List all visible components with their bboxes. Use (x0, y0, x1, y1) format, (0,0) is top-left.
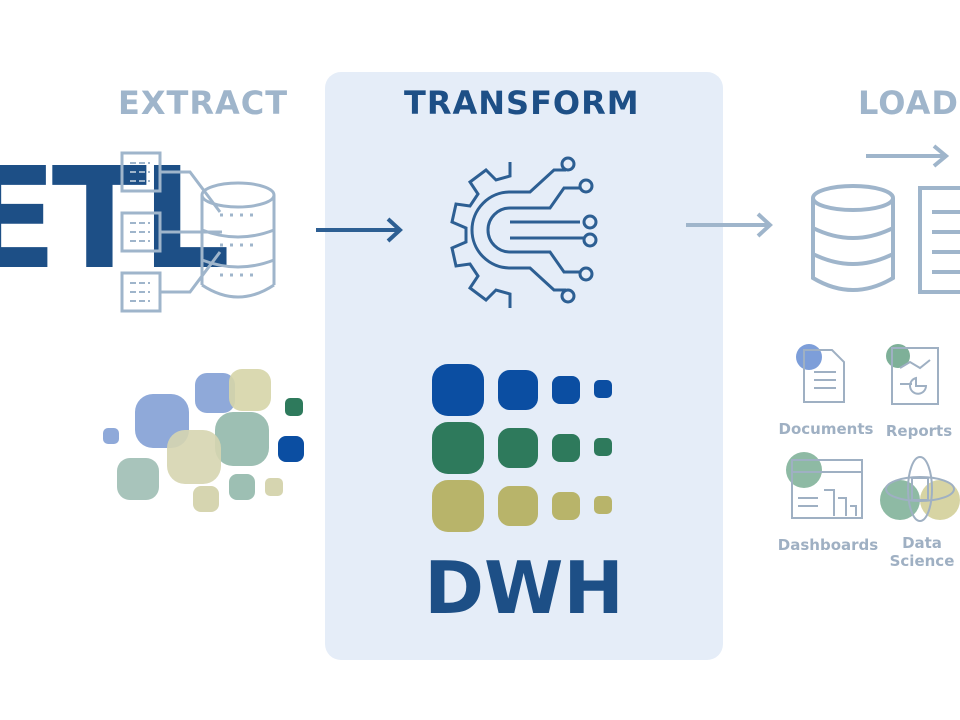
reports-icon (886, 344, 939, 405)
dwh-bubble-grid-icon (432, 364, 612, 532)
transform-heading: TRANSFORM (404, 84, 640, 122)
arrow-right-icon (866, 144, 950, 168)
data-science-icon (880, 456, 960, 522)
output-label-reports: Reports (885, 422, 953, 440)
documents-icon (796, 344, 845, 403)
load-heading: LOAD (858, 84, 959, 122)
extract-heading: EXTRACT (118, 84, 289, 122)
dashboard-icon (786, 452, 863, 519)
transform-panel (325, 72, 723, 660)
dwh-label: DWH (424, 546, 624, 630)
arrow-right-icon (686, 212, 773, 238)
output-label-documents: Documents (778, 420, 874, 438)
gear-circuit-icon (450, 156, 598, 308)
data-bubbles-icon (103, 369, 304, 512)
database-to-document-icon (811, 184, 960, 294)
output-label-dashboards: Dashboards (777, 536, 879, 554)
arrow-right-icon (316, 217, 403, 243)
output-label-data-science: Data Science (889, 534, 955, 570)
sources-to-database-icon (120, 151, 276, 313)
